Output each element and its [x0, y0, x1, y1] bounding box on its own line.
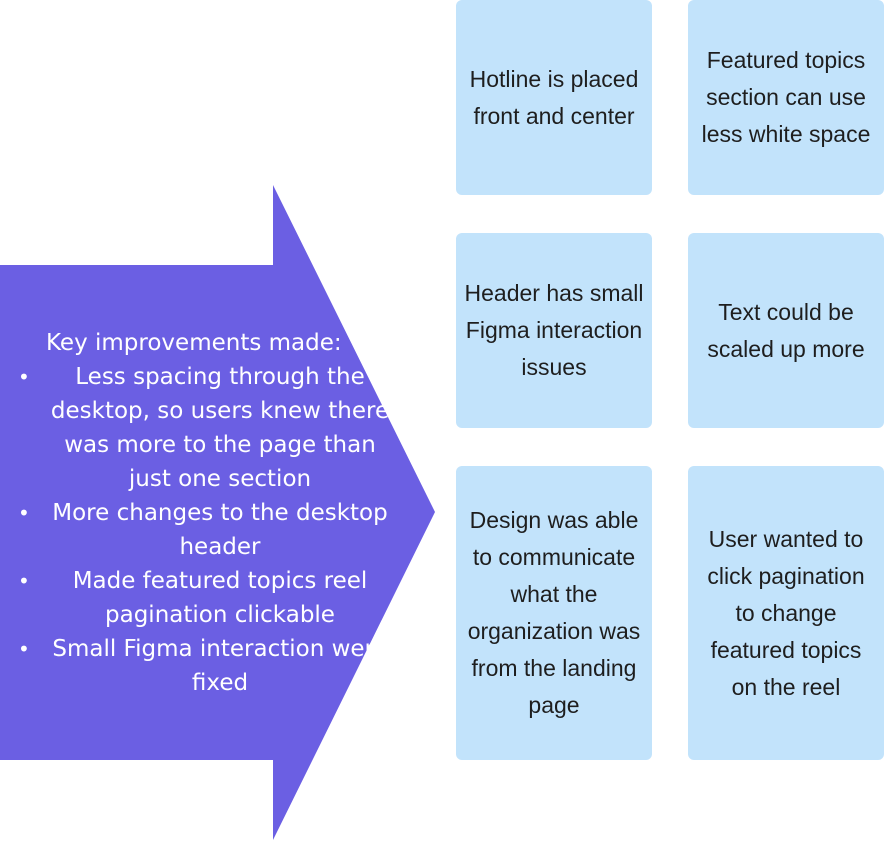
improvement-item: • Less spacing through the desktop, so us… [0, 360, 398, 496]
improvement-item: • Made featured topics reel pagination cl… [0, 564, 398, 632]
improvement-item: • Small Figma interaction were fixed [0, 632, 398, 700]
bullet-icon: • [18, 569, 30, 593]
feedback-card-featured-topics: Featured topics section can use less whi… [688, 0, 884, 195]
feedback-card-text-scale: Text could be scaled up more [688, 233, 884, 428]
arrow-polygon [0, 185, 435, 840]
feedback-card-pagination: User wanted to click pagination to chang… [688, 466, 884, 760]
feedback-card-hotline: Hotline is placed front and center [456, 0, 652, 195]
bullet-icon: • [18, 637, 30, 661]
improvement-text: Small Figma interaction were fixed [52, 636, 388, 696]
improvement-item: • More changes to the desktop header [0, 496, 398, 564]
improvement-text: More changes to the desktop header [52, 500, 388, 560]
improvement-text: Made featured topics reel pagination cli… [72, 568, 368, 628]
bullet-icon: • [18, 501, 30, 525]
improvements-heading: Key improvements made: [46, 330, 342, 356]
improvements-panel: Key improvements made: • Less spacing thr… [0, 326, 440, 700]
feedback-card-header: Header has small Figma interaction issue… [456, 233, 652, 428]
feedback-card-design: Design was able to communicate what the … [456, 466, 652, 760]
improvement-text: Less spacing through the desktop, so use… [50, 364, 390, 492]
improvements-list: • Less spacing through the desktop, so us… [0, 360, 440, 700]
bullet-icon: • [18, 365, 30, 389]
